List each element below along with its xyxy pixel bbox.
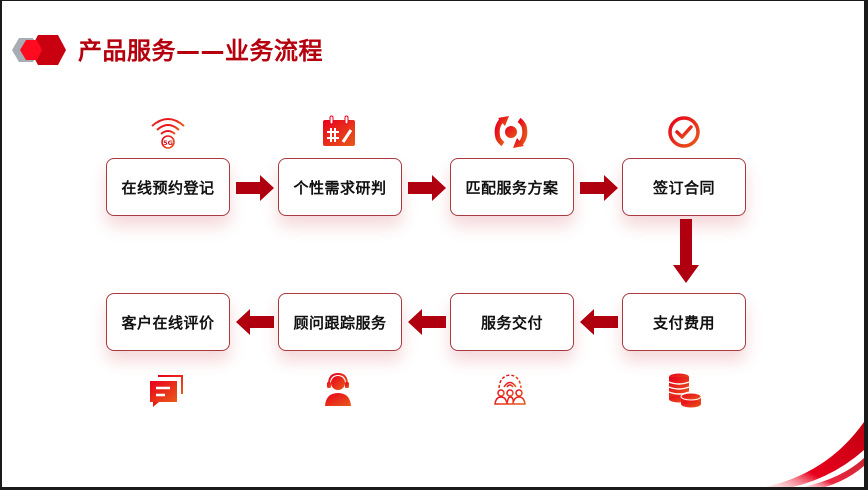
step-label: 匹配服务方案 — [465, 178, 559, 197]
step-label: 服务交付 — [480, 313, 543, 332]
step-label: 在线预约登记 — [121, 178, 215, 197]
step-label: 顾问跟踪服务 — [293, 313, 387, 332]
headset-user-icon — [325, 372, 351, 406]
hexagon-logo-icon — [12, 35, 66, 65]
arrow-left-icon — [580, 309, 618, 335]
chat-bubbles-icon — [150, 375, 183, 407]
page-title: 产品服务——业务流程 — [78, 37, 323, 65]
step-needs-assessment[interactable]: 个性需求研判 — [278, 158, 402, 216]
step-label: 个性需求研判 — [293, 178, 387, 197]
step-pay-fees[interactable]: 支付费用 — [622, 293, 746, 351]
step-match-plan[interactable]: 匹配服务方案 — [450, 158, 574, 216]
svg-text:5G: 5G — [163, 139, 173, 147]
step-label: 客户在线评价 — [121, 313, 215, 332]
arrow-down-icon — [673, 219, 699, 283]
arrow-right-icon — [408, 175, 446, 201]
arrow-left-icon — [408, 309, 446, 335]
step-label: 签订合同 — [652, 178, 715, 197]
arrow-left-icon — [236, 309, 274, 335]
arrow-right-icon — [236, 175, 274, 201]
step-label: 支付费用 — [652, 313, 715, 332]
step-customer-review[interactable]: 客户在线评价 — [106, 293, 230, 351]
step-advisor-followup[interactable]: 顾问跟踪服务 — [278, 293, 402, 351]
step-online-booking[interactable]: 在线预约登记 — [106, 158, 230, 216]
decorative-swoosh — [748, 422, 864, 490]
calendar-edit-icon — [323, 115, 355, 146]
refresh-cycle-icon — [494, 116, 528, 148]
coins-stack-icon — [668, 373, 702, 408]
check-circle-icon — [668, 116, 700, 148]
team-gear-icon — [494, 374, 526, 405]
wifi-5g-icon: 5G — [151, 118, 185, 149]
step-service-delivery[interactable]: 服务交付 — [450, 293, 574, 351]
step-sign-contract[interactable]: 签订合同 — [622, 158, 746, 216]
arrow-right-icon — [580, 175, 618, 201]
